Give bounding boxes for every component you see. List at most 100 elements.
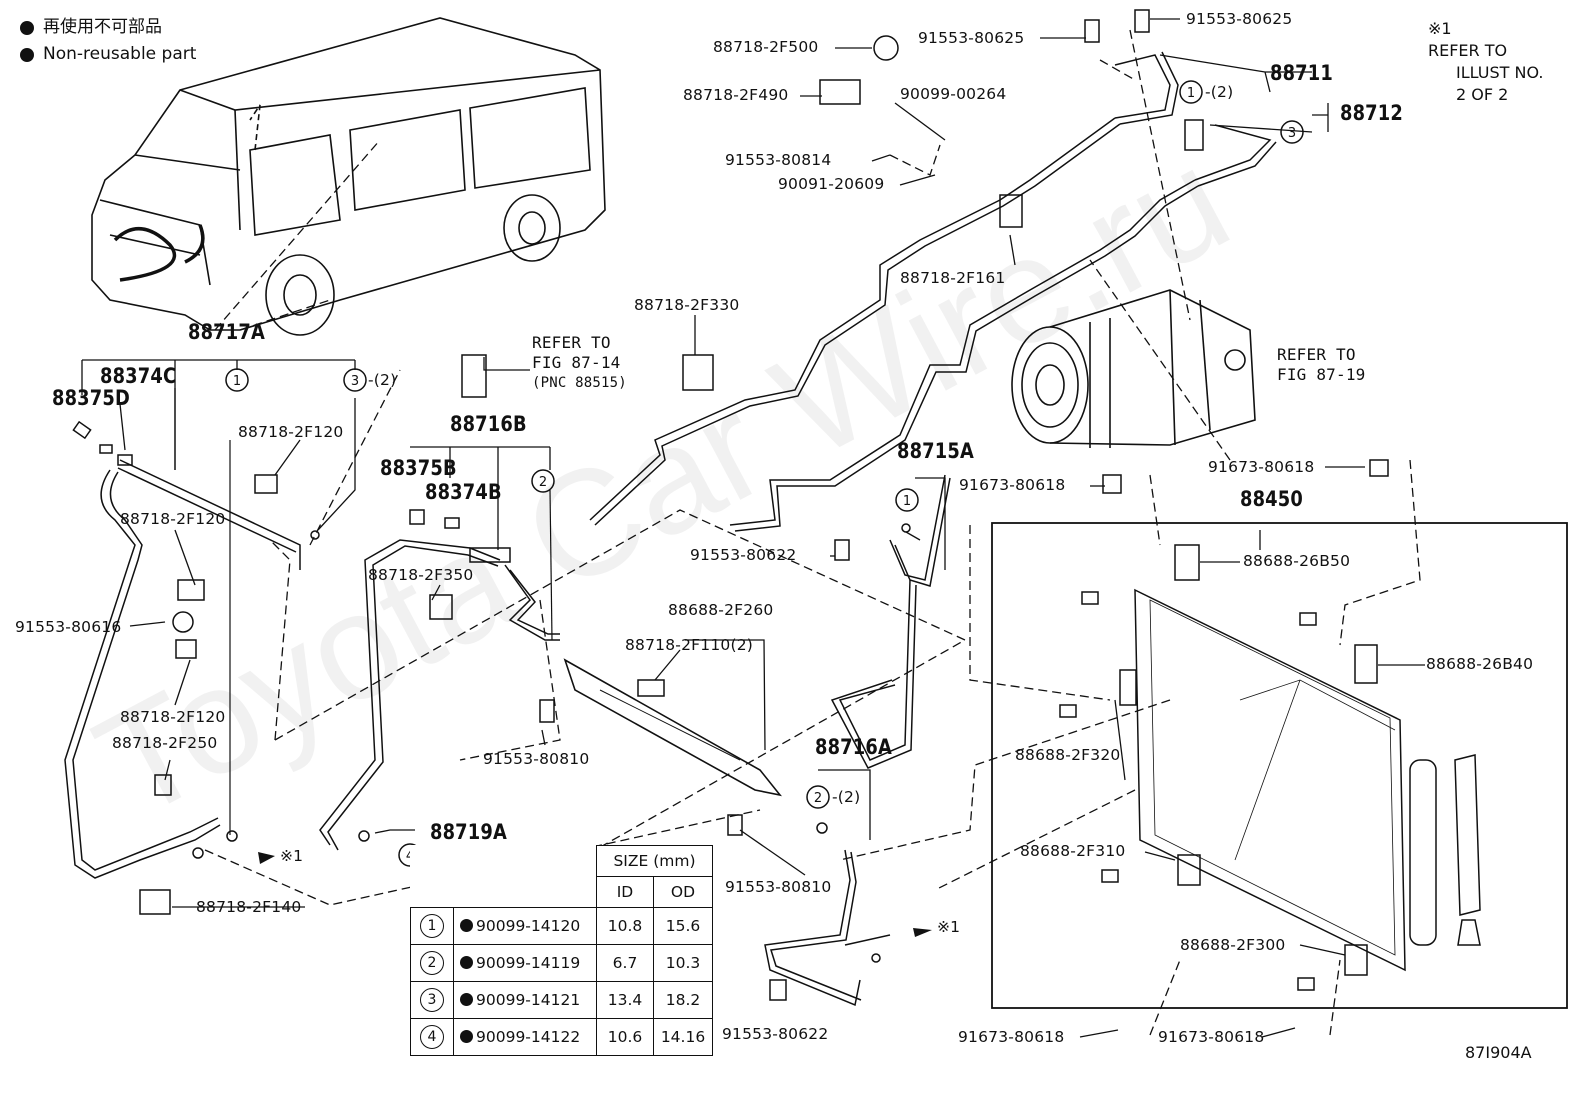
part-label-88718-2F161: 88718-2F161 — [900, 269, 1006, 287]
part-label-88716A: 88716A — [815, 735, 892, 759]
non-reusable-dot-icon — [460, 956, 473, 969]
non-reusable-dot-icon — [460, 919, 473, 932]
filled-dot-icon — [20, 47, 34, 62]
refer-fig-87-19: REFER TO FIG 87-19 — [1277, 345, 1366, 384]
part-label-91673-80618-a: 91673-80618 — [959, 476, 1066, 494]
part-label-88688-26B40: 88688-26B40 — [1426, 655, 1534, 673]
arrow-marks — [258, 852, 932, 937]
row-number: 1 — [420, 914, 444, 938]
pipes — [64, 51, 1277, 1007]
gasket-od: 14.16 — [653, 1018, 713, 1056]
legend-item-jp: 再使用不可部品 — [20, 14, 196, 41]
table-header-od: OD — [653, 876, 713, 908]
callout-num-2b: 2 — [814, 791, 822, 806]
non-reusable-dot-icon — [460, 993, 473, 1006]
part-label-88717A: 88717A — [188, 320, 265, 344]
table-header-row: SIZE (mm) — [411, 845, 713, 877]
compressor-illustration — [1011, 289, 1256, 448]
table-row: 2 90099-14119 6.7 10.3 — [410, 944, 713, 982]
part-label-88375D: 88375D — [52, 386, 130, 410]
gasket-part-number: 90099-14121 — [476, 991, 581, 1009]
callout-num-1a: 1 — [233, 374, 241, 389]
callout-num-2a: 2 — [539, 475, 547, 490]
part-label-88688-2F320: 88688-2F320 — [1015, 746, 1121, 764]
part-label-88718-2F120-a: 88718-2F120 — [238, 423, 344, 441]
part-label-88374C: 88374C — [100, 364, 177, 388]
callout-num-3a: 3 — [351, 374, 359, 389]
table-row: 3 90099-14121 13.4 18.2 — [410, 981, 713, 1019]
part-label-91673-80618-b: 91673-80618 — [1208, 458, 1315, 476]
small-parts — [72, 9, 1389, 1001]
table-row: 4 90099-14122 10.6 14.16 — [410, 1018, 713, 1056]
part-label-91553-80810-a: 91553-80810 — [483, 750, 590, 768]
legend: 再使用不可部品 Non-reusable part — [20, 14, 196, 68]
part-label-91673-80618-c: 91673-80618 — [958, 1028, 1065, 1046]
table-subheader-row: ID OD — [410, 876, 713, 908]
ref-mark-x1-a: ※1 — [280, 847, 304, 865]
part-label-90091-20609: 90091-20609 — [778, 175, 885, 193]
callout-num-3b: 3 — [1288, 126, 1296, 141]
part-label-88719A: 88719A — [430, 820, 507, 844]
part-label-88711: 88711 — [1270, 61, 1333, 85]
part-label-88718-2F120-c: 88718-2F120 — [120, 708, 226, 726]
part-label-88718-2F490: 88718-2F490 — [683, 86, 789, 104]
part-label-88718-2F120-b: 88718-2F120 — [120, 510, 226, 528]
table-row: 1 90099-14120 10.8 15.6 — [410, 907, 713, 945]
part-label-88712: 88712 — [1340, 101, 1403, 125]
ref-mark-x1-b: ※1 — [937, 918, 961, 936]
gasket-id: 6.7 — [596, 944, 654, 982]
callout-qty-3: -(2) — [368, 371, 397, 389]
part-label-88718-2F140: 88718-2F140 — [196, 898, 302, 916]
part-label-91553-80810-b: 91553-80810 — [725, 878, 832, 896]
gasket-size-table: SIZE (mm) ID OD 1 90099-14120 10.8 15.6 … — [410, 845, 713, 1056]
part-label-91673-80618-d: 91673-80618 — [1158, 1028, 1265, 1046]
legend-item-en: Non-reusable part — [20, 41, 196, 68]
gasket-part-number: 90099-14122 — [476, 1028, 581, 1046]
filled-dot-icon — [20, 20, 34, 35]
callout-num-1c: 1 — [903, 494, 911, 509]
table-header-id: ID — [596, 876, 654, 908]
part-label-91553-80814: 91553-80814 — [725, 151, 832, 169]
part-label-91553-80625-a: 91553-80625 — [918, 29, 1025, 47]
gasket-id: 10.6 — [596, 1018, 654, 1056]
refer-fig-87-14: REFER TO FIG 87-14 (PNC 88515) — [532, 333, 627, 391]
part-label-88718-2F250: 88718-2F250 — [112, 734, 218, 752]
part-label-88450: 88450 — [1240, 487, 1303, 511]
part-label-88688-2F300: 88688-2F300 — [1180, 936, 1286, 954]
part-label-88718-2F110: 88718-2F110(2) — [625, 636, 754, 654]
condenser-box — [991, 522, 1568, 1009]
van-illustration — [91, 17, 606, 336]
part-label-91553-80622-b: 91553-80622 — [722, 1025, 829, 1043]
condenser-illustration — [1059, 544, 1481, 991]
part-label-88718-2F330: 88718-2F330 — [634, 296, 740, 314]
gasket-part-number: 90099-14120 — [476, 917, 581, 935]
part-label-88715A: 88715A — [897, 439, 974, 463]
part-label-91553-80625-b: 91553-80625 — [1186, 10, 1293, 28]
part-label-88688-2F260: 88688-2F260 — [668, 601, 774, 619]
gasket-od: 15.6 — [653, 907, 713, 945]
gasket-od: 18.2 — [653, 981, 713, 1019]
part-label-88374B: 88374B — [425, 480, 502, 504]
non-reusable-dot-icon — [460, 1030, 473, 1043]
gasket-id: 13.4 — [596, 981, 654, 1019]
part-label-88718-2F350: 88718-2F350 — [368, 566, 474, 584]
part-label-90099-00264: 90099-00264 — [900, 85, 1007, 103]
row-number: 2 — [420, 951, 444, 975]
callout-num-1b: 1 — [1187, 86, 1195, 101]
callout-qty-1: -(2) — [1205, 83, 1234, 101]
part-label-88688-2F310: 88688-2F310 — [1020, 842, 1126, 860]
part-label-88688-26B50: 88688-26B50 — [1243, 552, 1351, 570]
part-label-91553-80622-a: 91553-80622 — [690, 546, 797, 564]
leader-lines — [81, 18, 1425, 1038]
row-number: 4 — [420, 1025, 444, 1049]
row-number: 3 — [420, 988, 444, 1012]
callout-qty-2: -(2) — [832, 788, 861, 806]
gasket-part-number: 90099-14119 — [476, 954, 581, 972]
bracket-88688-2F260 — [563, 658, 782, 797]
figure-id: 87I904A — [1465, 1043, 1532, 1062]
part-label-91553-80616: 91553-80616 — [15, 618, 122, 636]
part-label-88375B: 88375B — [380, 456, 457, 480]
table-header-size: SIZE (mm) — [596, 845, 713, 877]
